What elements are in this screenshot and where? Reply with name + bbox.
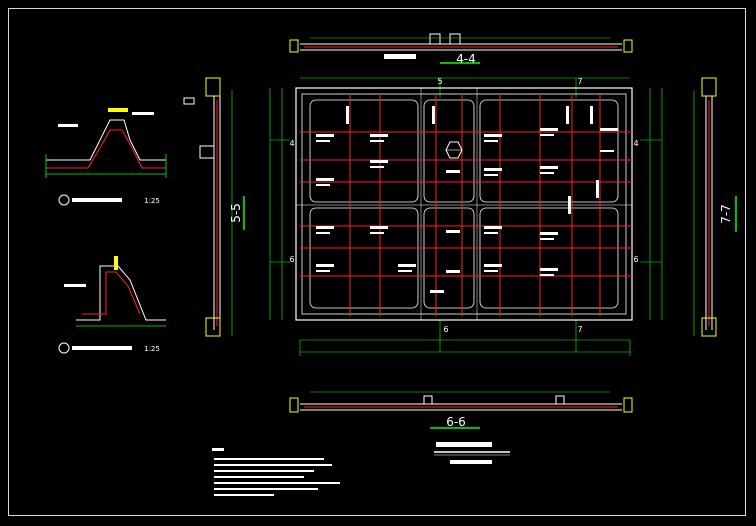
section-label-left: 5-5 (229, 203, 243, 223)
plan-panels (309, 99, 619, 309)
axis-label-right-top: 4 (633, 139, 638, 148)
section-label-right: 7-7 (719, 204, 733, 224)
section-7-7: 7-7 (693, 77, 737, 337)
axis-label-right-bottom: 6 (633, 255, 638, 264)
plan-title (434, 442, 510, 464)
axis-label-top-right: 7 (577, 77, 582, 86)
rebar-layout (300, 94, 632, 316)
section-5-5: 5-5 (183, 77, 245, 337)
section-4-4: 4-4 (289, 33, 633, 66)
general-notes (212, 448, 340, 496)
axis-lines (296, 88, 632, 320)
dimension-lines (269, 77, 663, 356)
detail2-scale: 1:25 (144, 345, 160, 353)
detail1-scale: 1:25 (144, 197, 160, 205)
rebar-callouts (316, 106, 618, 293)
manhole-symbol (445, 141, 463, 159)
drawing-border (8, 8, 746, 516)
floor-plan: 5 7 6 7 4 6 4 6 (269, 77, 663, 356)
section-label-bottom: 6-6 (446, 415, 466, 429)
section-6-6: 6-6 (289, 391, 633, 429)
detail-1: 1:25 (45, 108, 167, 206)
axis-label-bottom-left: 6 (443, 325, 448, 334)
axis-label-bottom-right: 7 (577, 325, 582, 334)
detail-2: 1:25 (58, 256, 166, 354)
section-label-top: 4-4 (456, 52, 476, 66)
axis-label-left-bottom: 6 (289, 255, 294, 264)
axis-label-top-left: 5 (437, 77, 442, 86)
axis-label-left-top: 4 (289, 139, 294, 148)
